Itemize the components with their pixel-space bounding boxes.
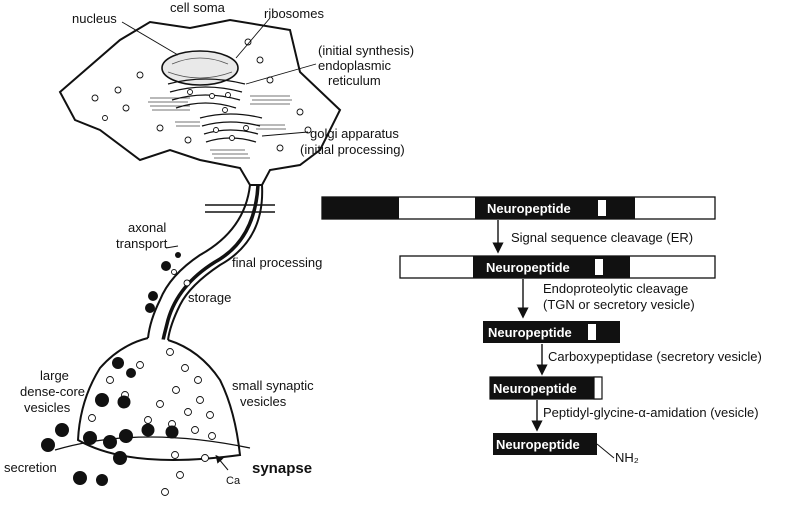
nucleus: [161, 50, 239, 86]
label-golgi-line1: golgi apparatus: [310, 126, 399, 141]
label-ssv-line1: small synaptic: [232, 378, 314, 393]
step-label-amidation: Peptidyl-glycine-α-amidation (vesicle): [543, 405, 759, 420]
golgi-apparatus: [199, 113, 263, 143]
label-ldcv-line3: vesicles: [24, 400, 71, 415]
label-ldcv-line1: large: [40, 368, 69, 383]
label-ldcv-line2: dense-core: [20, 384, 85, 399]
step-label-endoproteolytic-1: Endoproteolytic cleavage: [543, 281, 688, 296]
label-final-processing: final processing: [232, 255, 322, 270]
neuron-labels: nucleus cell soma ribosomes (initial syn…: [4, 0, 414, 487]
precursor-bar-2: Neuropeptide: [399, 255, 716, 279]
label-nucleus: nucleus: [72, 11, 117, 26]
leader-lines: [121, 17, 317, 249]
label-initial-synthesis: (initial synthesis): [318, 43, 414, 58]
neuron-illustration: [41, 17, 342, 496]
precursor-bar-4: Neuropeptide: [489, 376, 603, 400]
step-label-carboxypeptidase: Carboxypeptidase (secretory vesicle): [548, 349, 762, 364]
precursor-bar-3: Neuropeptide: [483, 321, 620, 343]
soma-hatching: [148, 95, 292, 159]
label-storage: storage: [188, 290, 231, 305]
neuropeptide-final: Neuropeptide NH₂: [493, 433, 639, 465]
ca-arrow: [215, 454, 229, 471]
label-secretion: secretion: [4, 460, 57, 475]
processing-pathway: Neuropeptide Signal sequence cleavage (E…: [321, 196, 762, 465]
synaptic-cleft: [54, 436, 251, 451]
small-synaptic-vesicles: [88, 348, 216, 496]
label-golgi-line2: (initial processing): [300, 142, 405, 157]
label-ca: Ca: [226, 475, 241, 487]
label-synapse: synapse: [252, 460, 312, 477]
step-label-signal-cleavage: Signal sequence cleavage (ER): [511, 230, 693, 245]
neuropeptide-label-4: Neuropeptide: [493, 381, 577, 396]
neuropeptide-label-5: Neuropeptide: [496, 437, 580, 452]
axon-dense-vesicles: [145, 252, 181, 313]
label-axonal-line2: transport: [116, 236, 168, 251]
axon-break: [205, 204, 275, 213]
label-ssv-line2: vesicles: [240, 394, 287, 409]
label-er-line1: endoplasmic: [318, 58, 391, 73]
label-er-line2: reticulum: [328, 73, 381, 88]
cell-soma: [58, 18, 342, 186]
label-cell-soma: cell soma: [170, 0, 226, 15]
soma-vesicles: [91, 38, 312, 152]
label-axonal-line1: axonal: [128, 220, 166, 235]
axon: [147, 184, 264, 341]
neuropeptide-label-3: Neuropeptide: [488, 325, 572, 340]
precursor-bar-1: Neuropeptide: [321, 196, 716, 220]
large-dense-core-vesicles: [41, 357, 179, 486]
neuropeptide-label-1: Neuropeptide: [487, 201, 571, 216]
endoplasmic-reticulum: [167, 78, 246, 109]
label-ribosomes: ribosomes: [264, 6, 324, 21]
step-label-endoproteolytic-2: (TGN or secretory vesicle): [543, 297, 695, 312]
amide-group-label: NH₂: [615, 450, 639, 465]
neuropeptide-label-2: Neuropeptide: [486, 260, 570, 275]
